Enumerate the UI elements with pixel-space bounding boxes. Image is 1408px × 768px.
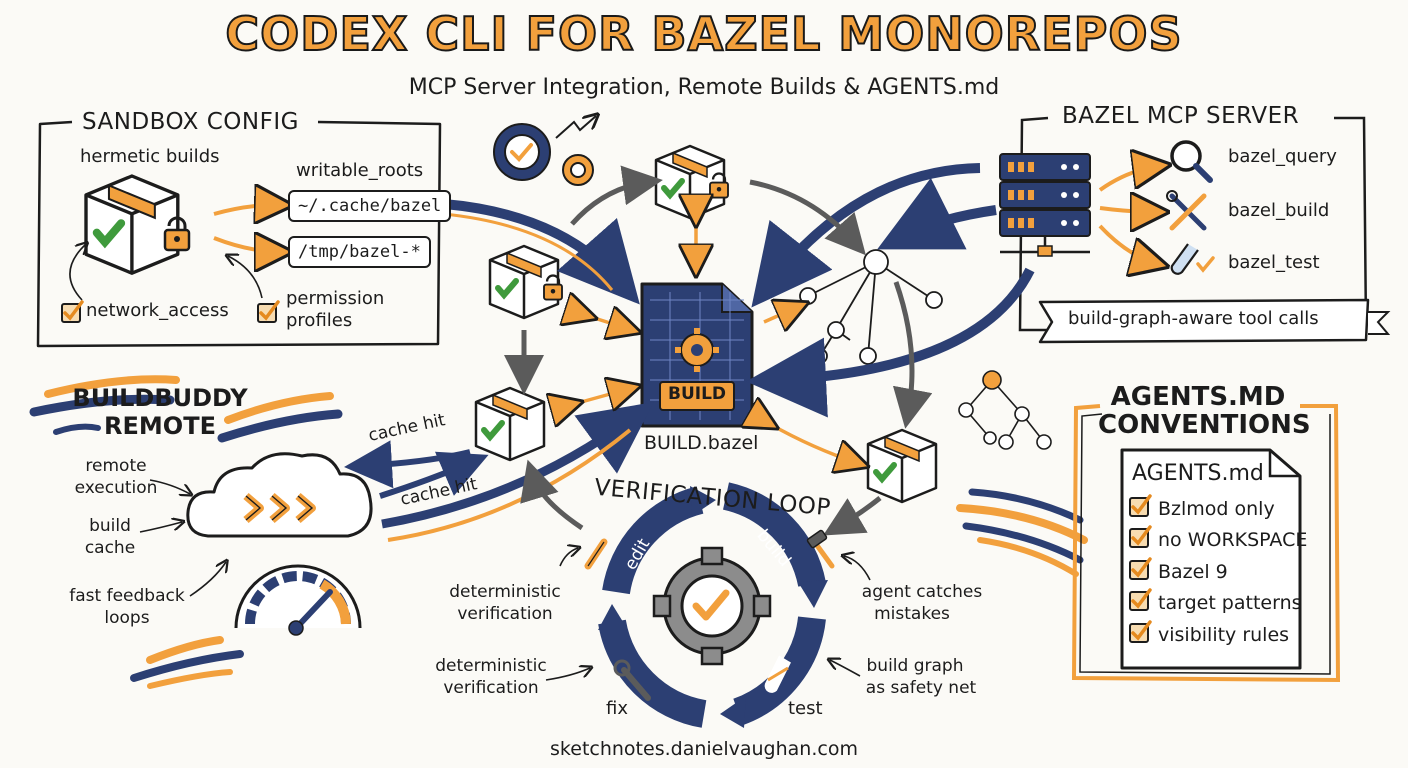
page-subtitle: MCP Server Integration, Remote Builds & …	[408, 75, 1000, 100]
remote-exec-2: execution	[74, 478, 158, 498]
navy-arrow-cache-hit	[379, 451, 489, 499]
page-title: CODEX CLI FOR BAZEL MONOREPOS	[224, 7, 1183, 61]
safety-net-2: as safety net	[865, 678, 977, 698]
sandbox-box-icon	[86, 176, 178, 273]
gear-check-center-icon	[652, 546, 772, 666]
agents-frame	[1071, 404, 1341, 683]
det-verif-1b: verification	[457, 604, 553, 624]
footer-credit: sketchnotes.danielvaughan.com	[550, 738, 858, 760]
arrow-permission	[228, 256, 263, 299]
test-tube-loop-icon	[764, 655, 791, 693]
magnifier-icon	[1170, 140, 1213, 183]
arrow-query	[1098, 166, 1160, 192]
cloud-icon	[186, 452, 373, 538]
tool-bazel-build: bazel_build	[1228, 200, 1330, 221]
remote-exec-1: remote	[85, 456, 147, 476]
agents-check-1	[1128, 494, 1152, 518]
box-left-upper	[490, 246, 558, 318]
agents-check-5	[1128, 620, 1152, 644]
det-verif-2b: verification	[443, 678, 539, 698]
server-icon	[999, 153, 1091, 257]
agents-check-2	[1128, 525, 1152, 549]
navy-arrow-server-to-graph	[877, 177, 997, 250]
agents-doc-title: AGENTS.md	[1132, 461, 1264, 486]
agents-document-icon	[1120, 448, 1302, 670]
tools-icon	[1166, 190, 1207, 231]
box-left-lower	[476, 388, 544, 460]
build-document-icon	[640, 282, 754, 428]
agents-item-5: visibility rules	[1158, 624, 1290, 646]
sandbox-frame	[36, 120, 442, 348]
mcp-banner	[1038, 298, 1391, 344]
build-cache-1: build	[89, 516, 131, 536]
box-right-lower	[868, 430, 936, 502]
arrow-network	[69, 244, 86, 301]
navy-arrow-sandbox-to-build	[443, 199, 640, 305]
build-cache-2: cache	[84, 538, 136, 558]
agents-heading-1: AGENTS.MD	[1110, 382, 1286, 412]
tool-bazel-query: bazel_query	[1228, 146, 1337, 167]
small-tree-icon	[958, 370, 1052, 450]
tmp-path-pill: /tmp/bazel-*	[288, 236, 431, 268]
agents-item-2: no WORKSPACE	[1158, 529, 1308, 551]
hermetic-label: hermetic builds	[80, 146, 220, 167]
speedometer-icon	[234, 564, 362, 636]
agent-catches-2: mistakes	[874, 604, 950, 624]
permission-label-1: permission	[286, 288, 385, 309]
build-badge: BUILD	[667, 384, 727, 404]
fast-feedback-1: fast feedback	[69, 586, 185, 606]
brush-strokes-top	[29, 375, 343, 443]
loop-step-fix: fix	[606, 698, 628, 719]
check-network	[60, 300, 84, 324]
pencil-icon	[584, 538, 608, 570]
buildbuddy-heading-1: BUILDBUDDY	[72, 384, 248, 412]
dependency-graph-icon	[799, 249, 943, 365]
arrow-to-tmp	[213, 238, 282, 252]
buildbuddy-heading-2: REMOTE	[104, 412, 216, 440]
mcp-heading: BAZEL MCP SERVER	[1062, 103, 1300, 129]
agents-check-4	[1128, 588, 1152, 612]
arrow-to-cache	[213, 205, 282, 214]
brush-strokes-right	[956, 488, 1088, 577]
sandbox-heading: SANDBOX CONFIG	[82, 109, 299, 135]
wrench-icon	[613, 659, 651, 701]
writable-roots-label: writable_roots	[296, 160, 424, 181]
fast-feedback-2: loops	[104, 608, 150, 628]
arrow-build	[1099, 208, 1158, 212]
test-tube-icon	[1170, 243, 1215, 275]
tool-bazel-test: bazel_test	[1228, 252, 1320, 273]
agents-item-4: target patterns	[1158, 592, 1302, 614]
mcp-banner-text: build-graph-aware tool calls	[1068, 308, 1319, 329]
agents-heading-2: CONVENTIONS	[1098, 410, 1311, 440]
navy-arrow-build-to-mcp	[746, 267, 1035, 418]
agents-item-1: Bzlmod only	[1158, 498, 1275, 520]
safety-net-1: build graph	[866, 656, 964, 676]
navy-arrow-mcp-to-build	[751, 163, 981, 308]
hammer-icon	[806, 529, 835, 569]
build-bazel-label: BUILD.bazel	[644, 432, 759, 454]
verification-loop-cycle	[598, 482, 828, 728]
arrow-test	[1098, 224, 1158, 264]
loop-step-test: test	[788, 698, 823, 719]
cache-path-pill: ~/.cache/bazel	[288, 190, 452, 222]
network-access-label: network_access	[86, 300, 229, 321]
gear-check-icon	[493, 116, 596, 186]
det-verif-2a: deterministic	[435, 656, 547, 676]
brush-strokes-bottom	[130, 636, 244, 689]
det-verif-1a: deterministic	[449, 582, 561, 602]
agents-check-3	[1128, 557, 1152, 581]
check-permission	[256, 300, 280, 324]
permission-label-2: profiles	[286, 310, 353, 331]
agents-item-3: Bazel 9	[1158, 561, 1228, 583]
agent-catches-1: agent catches	[861, 582, 983, 602]
navy-arrow-remote-cache	[344, 440, 471, 489]
